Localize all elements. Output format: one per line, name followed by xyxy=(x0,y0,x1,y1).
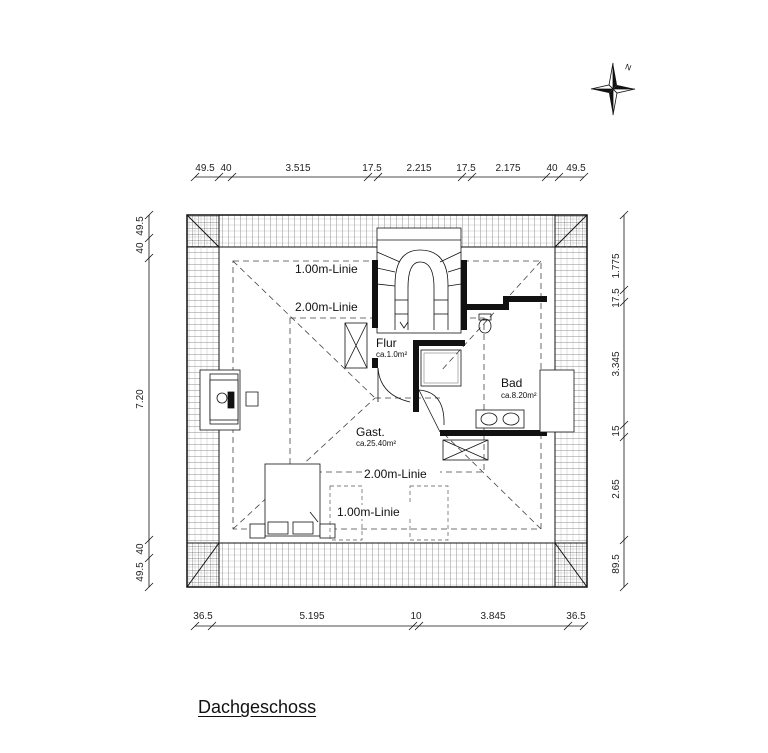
door-bad xyxy=(418,389,445,433)
dim-right-1: 17.5 xyxy=(611,288,622,308)
dim-left-4: 49.5 xyxy=(135,562,146,582)
dim-top-5: 17.5 xyxy=(456,163,476,174)
bed xyxy=(249,463,336,539)
door-flur xyxy=(377,367,411,403)
dim-top-1: 40 xyxy=(220,163,232,174)
dim-top-4: 2.215 xyxy=(406,163,431,174)
room-flur-name: Flur xyxy=(376,336,397,350)
dim-top-3: 17.5 xyxy=(362,163,382,174)
dormer-right xyxy=(539,369,575,433)
dim-top-6: 2.175 xyxy=(495,163,520,174)
toilet xyxy=(478,313,492,334)
walls xyxy=(372,260,547,436)
dim-top-0: 49.5 xyxy=(195,163,215,174)
compass-north-label: N xyxy=(624,62,633,73)
roof-outline xyxy=(186,214,588,588)
room-bad-name: Bad xyxy=(501,376,522,390)
dim-left-1: 40 xyxy=(135,242,146,254)
dim-bottom-3: 3.845 xyxy=(480,611,505,622)
dim-left-0: 49.5 xyxy=(135,216,146,236)
dimension-bottom: 36.5 5.195 10 3.845 36.5 xyxy=(190,611,589,631)
dim-left-3: 40 xyxy=(135,543,146,555)
dim-left-2: 7.20 xyxy=(135,389,146,409)
dim-right-2: 3.345 xyxy=(611,351,622,376)
shower xyxy=(420,349,462,387)
dim-top-8: 49.5 xyxy=(566,163,586,174)
dim-right-3: 15 xyxy=(611,425,622,437)
dim-right-5: 89.5 xyxy=(611,554,622,574)
dim-right-4: 2.65 xyxy=(611,479,622,499)
compass-icon: N xyxy=(590,62,636,116)
dim-top-2: 3.515 xyxy=(285,163,310,174)
dimension-right: 1.775 17.5 3.345 15 2.65 89.5 xyxy=(611,210,629,592)
room-flur-area: ca.1.0m² xyxy=(376,350,407,359)
dim-bottom-0: 36.5 xyxy=(193,611,213,622)
plan-title: Dachgeschoss xyxy=(198,697,317,717)
skylights xyxy=(344,322,489,461)
line-1m-top: 1.00m-Linie xyxy=(295,262,358,276)
dim-bottom-4: 36.5 xyxy=(566,611,586,622)
dimension-left: 49.5 40 7.20 40 49.5 xyxy=(135,210,154,592)
dimension-top: 49.5 40 3.515 17.5 2.215 17.5 2.175 40 49.5 xyxy=(190,163,589,182)
room-gast-name: Gast. xyxy=(356,425,385,439)
dim-top-7: 40 xyxy=(546,163,558,174)
staircase xyxy=(376,227,462,334)
line-1m-bottom: 1.00m-Linie xyxy=(337,505,400,519)
desk xyxy=(209,379,259,421)
room-bad-area: ca.8.20m² xyxy=(501,391,537,400)
double-sink xyxy=(475,409,525,429)
dim-bottom-1: 5.195 xyxy=(299,611,324,622)
line-2m-top: 2.00m-Linie xyxy=(295,300,358,314)
dim-bottom-2: 10 xyxy=(410,611,422,622)
dim-right-0: 1.775 xyxy=(611,253,622,278)
height-line-labels: 1.00m-Linie 2.00m-Linie 2.00m-Linie 1.00… xyxy=(292,262,440,519)
line-2m-bottom: 2.00m-Linie xyxy=(364,467,427,481)
room-gast-area: ca.25.40m² xyxy=(356,439,396,448)
